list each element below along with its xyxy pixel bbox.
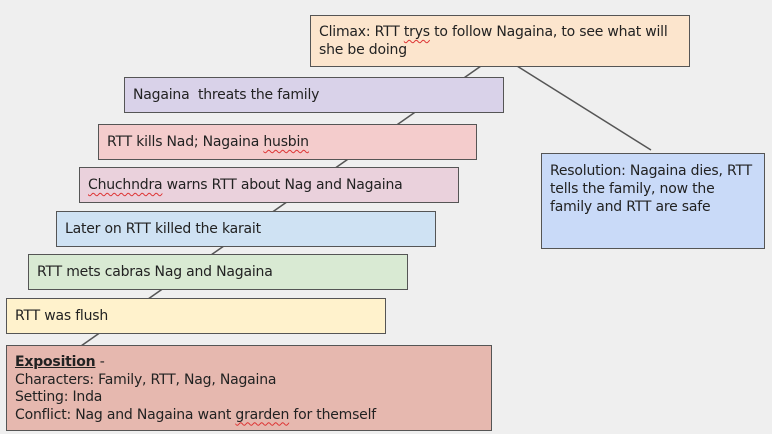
event-box-1[interactable]: Nagaina threats the family bbox=[124, 77, 504, 113]
exposition-box[interactable]: Exposition - Characters: Family, RTT, Na… bbox=[6, 345, 492, 431]
event-box-2[interactable]: RTT kills Nad; Nagaina husbin bbox=[98, 124, 477, 160]
exposition-title: Exposition bbox=[15, 354, 96, 370]
event-text: Nagaina threats the family bbox=[133, 87, 320, 103]
exposition-dash: - bbox=[95, 354, 105, 370]
exposition-conflict-rest: for themself bbox=[289, 406, 377, 423]
event-box-5[interactable]: RTT mets cabras Nag and Nagaina bbox=[28, 254, 408, 290]
climax-text-rest: to follow Nagaina, to see what will she … bbox=[319, 24, 668, 58]
event-box-3[interactable]: Chuchndra warns RTT about Nag and Nagain… bbox=[79, 167, 459, 203]
climax-text: Climax: RTT bbox=[319, 24, 404, 40]
event-text: warns RTT about Nag and Nagaina bbox=[162, 177, 403, 193]
climax-misspelled-word: trys bbox=[403, 24, 430, 40]
exposition-setting: Setting: Inda bbox=[15, 389, 103, 405]
event-misspelled-word: husbin bbox=[263, 134, 309, 150]
exposition-conflict: Conflict: Nag and Nagaina want bbox=[15, 406, 236, 423]
exposition-characters: Characters: Family, RTT, Nag, Nagaina bbox=[15, 371, 277, 388]
event-box-4[interactable]: Later on RTT killed the karait bbox=[56, 211, 436, 247]
event-text: RTT mets cabras Nag and Nagaina bbox=[37, 264, 273, 280]
event-misspelled-word: Chuchndra bbox=[88, 177, 163, 193]
event-text: RTT kills Nad; Nagaina bbox=[107, 134, 264, 150]
resolution-text: Resolution: Nagaina dies, RTT tells the … bbox=[550, 163, 752, 215]
event-text: Later on RTT killed the karait bbox=[65, 221, 261, 237]
event-text: RTT was flush bbox=[15, 308, 109, 324]
event-box-6[interactable]: RTT was flush bbox=[6, 298, 386, 334]
resolution-box[interactable]: Resolution: Nagaina dies, RTT tells the … bbox=[541, 153, 765, 249]
climax-box[interactable]: Climax: RTT trys to follow Nagaina, to s… bbox=[310, 15, 690, 67]
falling-action-line bbox=[516, 65, 652, 151]
exposition-misspelled-word: grarden bbox=[235, 406, 290, 423]
